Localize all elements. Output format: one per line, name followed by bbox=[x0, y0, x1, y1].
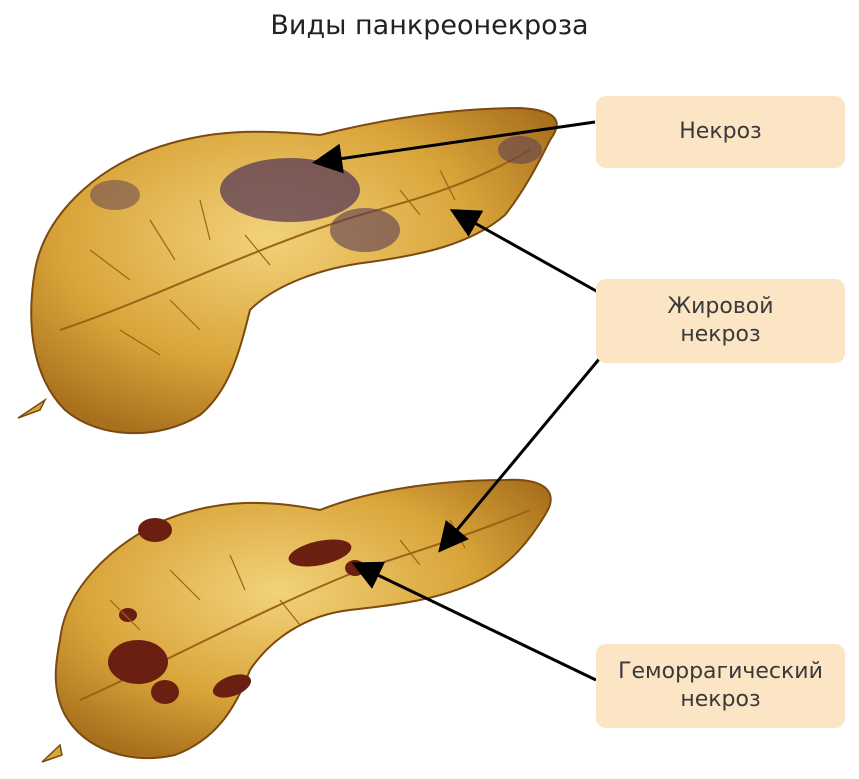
arrow-fat-necrosis-top bbox=[455, 212, 598, 292]
pancreas-top-body bbox=[31, 108, 557, 433]
necrosis-spot bbox=[498, 136, 542, 164]
necrosis-spot bbox=[220, 158, 360, 222]
hemorrhage-spot bbox=[119, 608, 137, 622]
label-fat-necrosis: Жировой некроз bbox=[596, 279, 845, 363]
label-necrosis-text: Некроз bbox=[679, 118, 762, 146]
hemorrhage-spot bbox=[151, 680, 179, 704]
hemorrhage-spot bbox=[108, 640, 168, 684]
necrosis-spot bbox=[90, 180, 140, 210]
pancreas-top bbox=[18, 108, 557, 433]
label-hemorrhagic-line2: некроз bbox=[618, 686, 823, 714]
label-fat-necrosis-line1: Жировой bbox=[667, 293, 773, 321]
label-necrosis: Некроз bbox=[596, 96, 845, 168]
pancreas-bottom-tail-tip bbox=[42, 745, 62, 762]
hemorrhage-spot bbox=[138, 518, 172, 542]
pancreas-top-tail-tip bbox=[18, 400, 45, 418]
label-fat-necrosis-line2: некроз bbox=[667, 321, 773, 349]
label-hemorrhagic-line1: Геморрагический bbox=[618, 658, 823, 686]
necrosis-spot bbox=[330, 208, 400, 252]
label-hemorrhagic-necrosis: Геморрагический некроз bbox=[596, 644, 845, 728]
